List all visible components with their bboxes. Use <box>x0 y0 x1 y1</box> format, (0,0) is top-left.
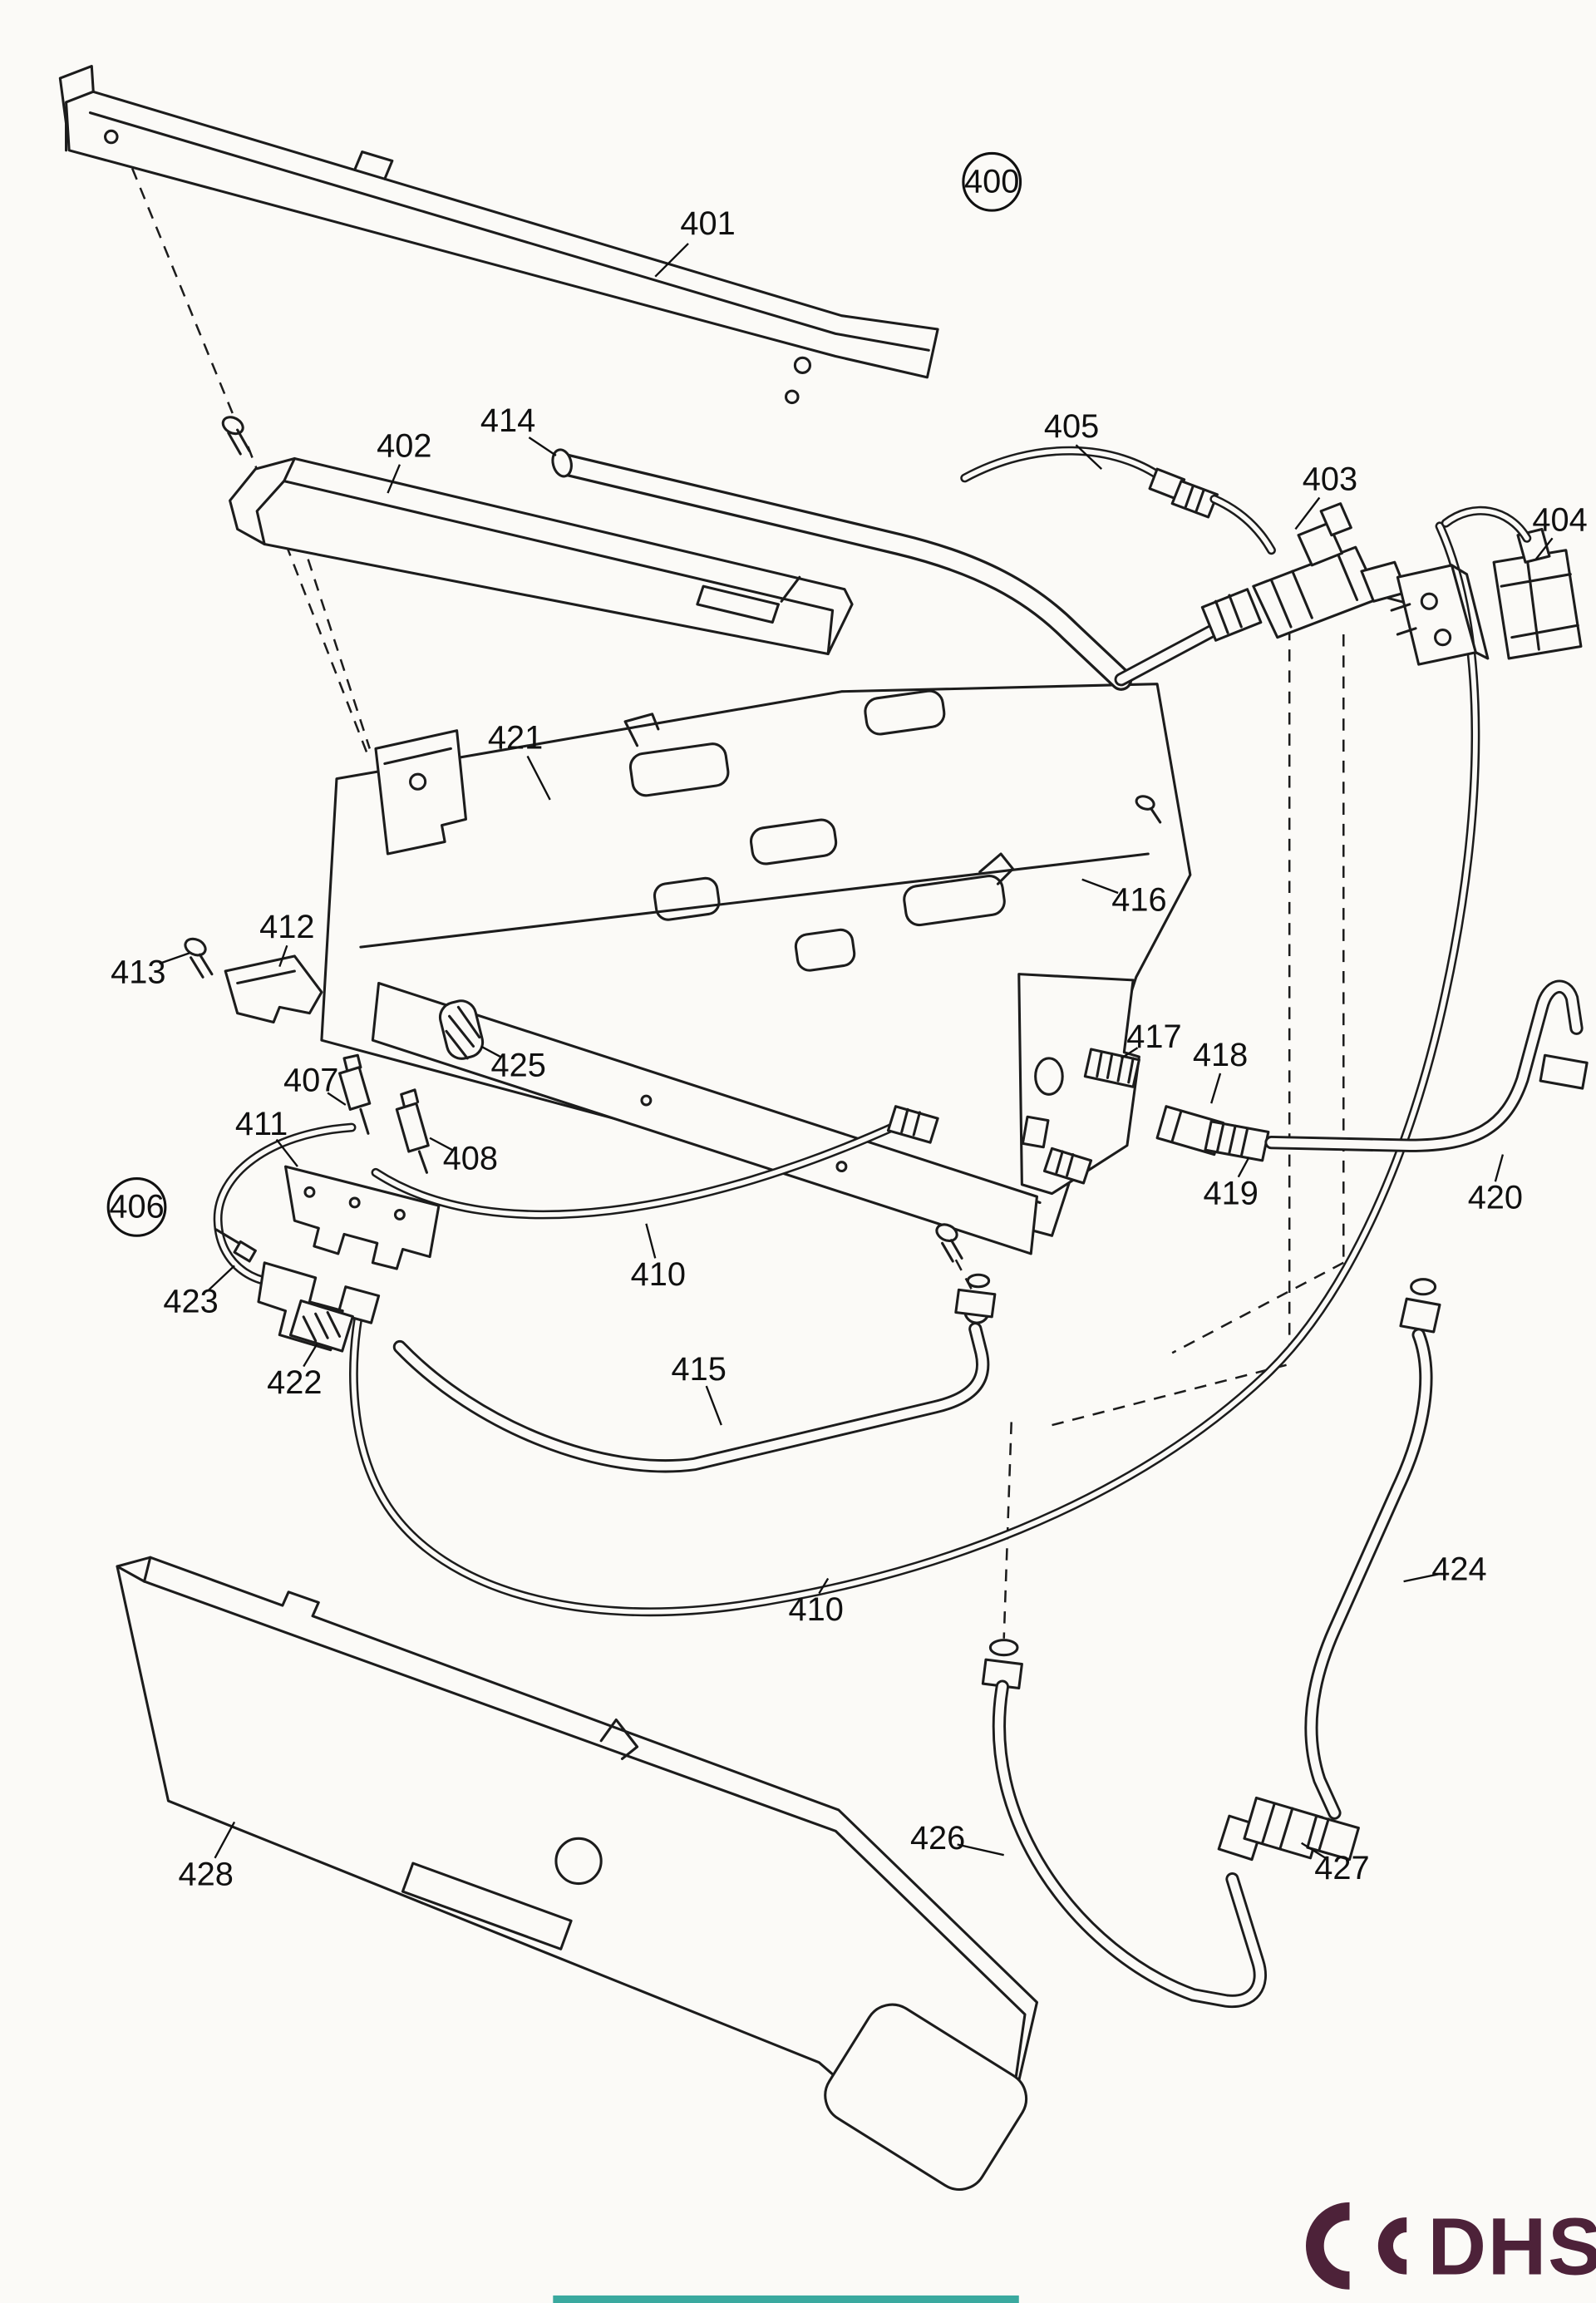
callout-leader-421 <box>526 755 551 801</box>
part-410-electrode-wire <box>371 1105 1093 1220</box>
part-callout-404-6: 404 <box>1532 501 1587 538</box>
part-402-top-panel <box>229 456 854 656</box>
callout-leader-413 <box>159 952 190 965</box>
part-406-lead-loop <box>213 1122 357 1288</box>
callout-circle-400 <box>962 151 1022 212</box>
part-callout-412-9: 412 <box>259 909 314 945</box>
part-callout-420-18: 420 <box>1468 1180 1523 1216</box>
callout-leader-414 <box>528 436 557 456</box>
dhs-logo-icon <box>1306 2202 1407 2290</box>
callout-circle-406 <box>106 1177 167 1237</box>
part-403-valve-assembly <box>1200 502 1429 642</box>
part-callout-408-16: 408 <box>443 1141 498 1177</box>
callout-leader-425 <box>480 1045 501 1058</box>
callout-leader-416 <box>1081 878 1119 895</box>
part-414-burner-tube <box>551 448 1219 691</box>
callout-leader-402 <box>387 464 401 494</box>
callout-leader-410 <box>818 1577 830 1595</box>
callout-leader-403 <box>1294 496 1321 530</box>
callout-leader-422 <box>303 1343 318 1368</box>
callout-leader-405 <box>1075 444 1103 470</box>
callout-leader-411 <box>275 1138 298 1167</box>
part-426-pipe <box>981 1639 1267 2009</box>
part-407-electrode <box>338 1053 372 1135</box>
part-418-elbow <box>1155 1105 1270 1162</box>
part-411-bracket <box>283 1165 441 1270</box>
part-413-screw <box>184 937 214 979</box>
part-callout-402-3: 402 <box>377 428 431 465</box>
part-callout-403-5: 403 <box>1303 461 1357 497</box>
part-callout-422-22: 422 <box>267 1364 322 1401</box>
callout-leader-420 <box>1494 1154 1505 1182</box>
part-412-bracket <box>224 954 323 1024</box>
part-callout-417-11: 417 <box>1126 1018 1181 1055</box>
part-callout-425-13: 425 <box>491 1048 546 1084</box>
part-420-pipe <box>1264 979 1589 1152</box>
callout-leader-428 <box>214 1821 236 1859</box>
callout-leader-419 <box>1237 1156 1250 1178</box>
callout-leader-423 <box>208 1265 235 1291</box>
valve-mounting-bracket <box>1390 564 1490 666</box>
part-callout-421-7: 421 <box>488 719 543 756</box>
callout-leader-427 <box>1301 1842 1327 1859</box>
callout-leader-408 <box>429 1137 453 1152</box>
part-428-bottom-panel <box>116 1556 1038 2191</box>
part-callout-406-19: 406 <box>109 1189 164 1225</box>
screw-icon <box>1135 795 1162 824</box>
callout-leader-418 <box>1210 1073 1222 1104</box>
part-424-pipe <box>1304 1278 1441 1820</box>
callout-leader-404 <box>1534 537 1554 560</box>
part-416-burner-tray <box>320 683 1192 1255</box>
part-callout-405-4: 405 <box>1044 408 1099 445</box>
part-callout-424-24: 424 <box>1431 1551 1486 1587</box>
part-422-pad <box>257 1261 354 1353</box>
part-425-sleeve <box>438 999 485 1060</box>
part-callout-428-28: 428 <box>179 1856 234 1892</box>
part-callout-423-21: 423 <box>163 1283 218 1319</box>
callout-leader-412 <box>278 944 288 967</box>
scan-artifact-strip <box>553 2295 1019 2303</box>
part-408-electrode <box>395 1088 430 1174</box>
part-callout-413-10: 413 <box>111 954 165 990</box>
part-410-ignition-cable <box>337 521 1480 1617</box>
part-callout-416-8: 416 <box>1111 882 1166 919</box>
part-405-thermocouple-lead <box>960 446 1276 555</box>
part-callout-418-12: 418 <box>1193 1037 1248 1073</box>
part-401-top-bracket <box>58 65 939 456</box>
part-415-pipe <box>392 1223 997 1473</box>
part-callout-401-1: 401 <box>680 205 735 242</box>
callout-leader-417 <box>1121 1047 1139 1059</box>
callout-leader-426 <box>957 1843 1004 1857</box>
screw-icon <box>935 1223 963 1263</box>
screw-icon <box>221 416 251 456</box>
callout-leader-407 <box>327 1092 347 1106</box>
callout-leader-415 <box>705 1385 722 1426</box>
part-callout-407-14: 407 <box>283 1063 338 1099</box>
part-callout-419-17: 419 <box>1204 1175 1259 1211</box>
part-callout-427-27: 427 <box>1314 1850 1369 1886</box>
part-callout-400-0: 400 <box>964 163 1019 200</box>
part-callout-414-2: 414 <box>480 402 535 439</box>
dhs-logo: DHS <box>1306 2202 1596 2292</box>
callout-leader-410 <box>645 1223 657 1259</box>
part-callouts: 400 401 414 402 405 403 404 421 416 412 413 417 418 4… <box>106 151 1588 1892</box>
part-callout-426-26: 426 <box>910 1820 965 1857</box>
part-callout-410-20: 410 <box>631 1256 686 1293</box>
part-callout-415-23: 415 <box>672 1351 727 1388</box>
part-callout-411-15: 411 <box>235 1106 288 1142</box>
part-404-igniter <box>1441 505 1583 660</box>
callout-leader-401 <box>654 243 689 278</box>
part-423-pin <box>214 1228 257 1263</box>
part-callout-410-25: 410 <box>789 1591 844 1628</box>
callout-leader-424 <box>1403 1572 1441 1583</box>
dhs-logo-text: DHS <box>1428 2202 1596 2292</box>
